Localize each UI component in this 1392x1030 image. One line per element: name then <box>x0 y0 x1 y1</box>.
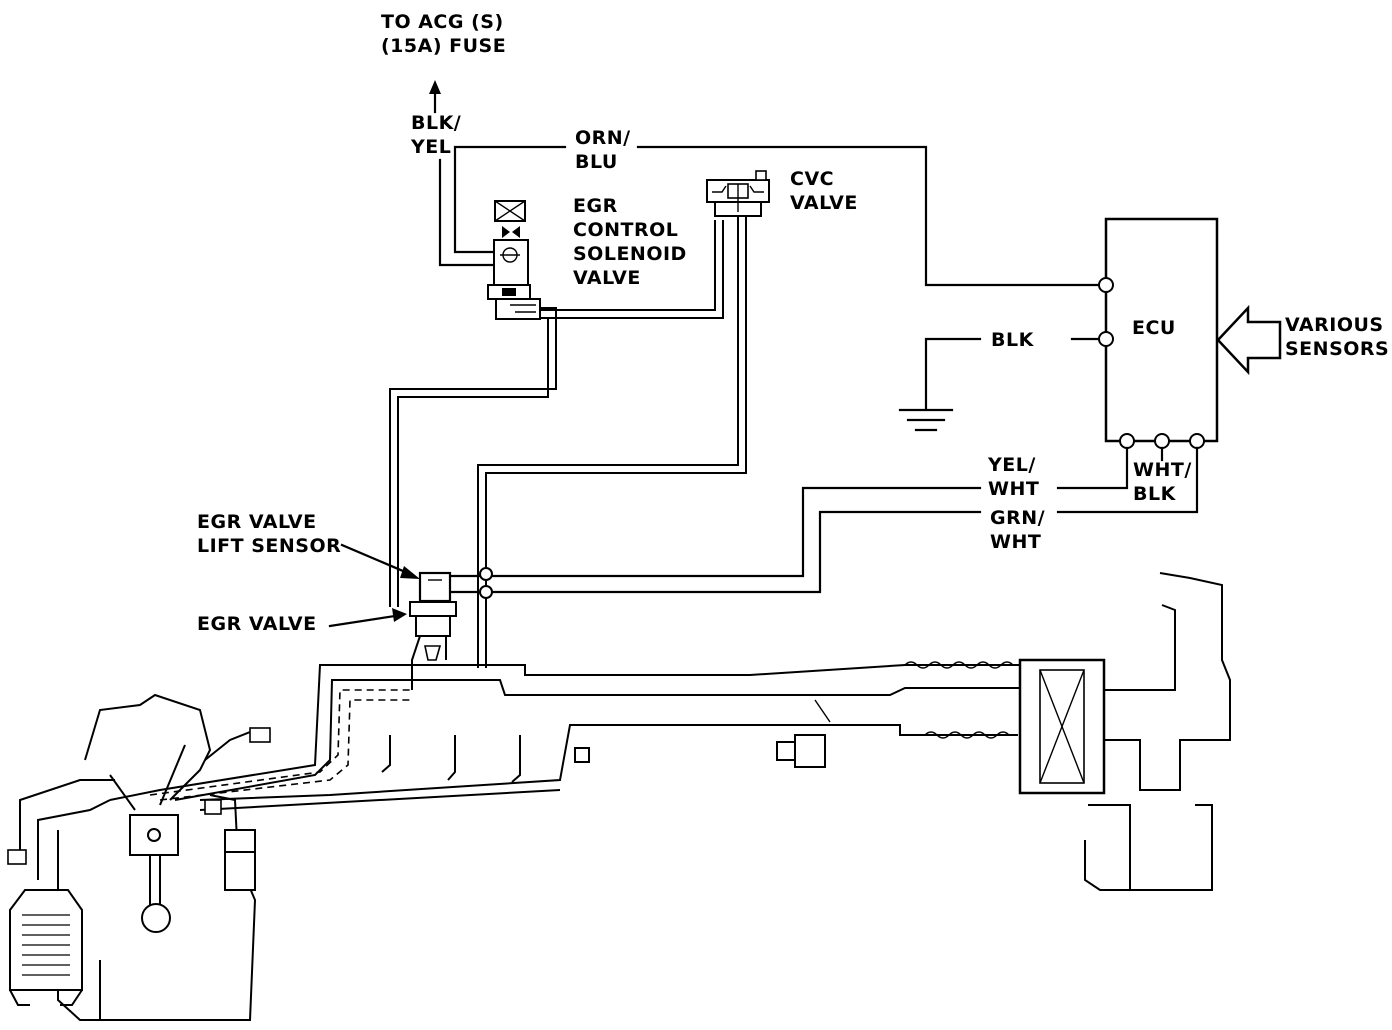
wire-grn-wht <box>1056 446 1199 514</box>
egr-control-solenoid-valve <box>487 200 541 320</box>
sensors-arrow <box>1216 304 1282 376</box>
label-egr-control-solenoid-valve: EGR CONTROL SOLENOID VALVE <box>573 195 687 289</box>
engine-block <box>7 693 271 1021</box>
ecu-box <box>1104 217 1219 443</box>
label-to-acg-fuse: TO ACG (S) (15A) FUSE <box>381 11 507 57</box>
label-various-sensors: VARIOUS SENSORS <box>1285 314 1390 360</box>
label-orn-blu: ORN/ BLU <box>575 127 631 173</box>
cvc-valve <box>706 170 770 217</box>
label-yel-wht: YEL/ WHT <box>988 454 1040 500</box>
hose-solenoid-cvc <box>540 220 724 319</box>
wire-blk-yel <box>438 158 502 267</box>
intake-manifold <box>109 572 1231 891</box>
label-egr-valve: EGR VALVE <box>197 613 317 635</box>
wire-yel-wht <box>1056 446 1129 490</box>
label-cvc-valve: CVC VALVE <box>790 168 858 214</box>
wire-blk-ground <box>898 337 1102 432</box>
label-blk-yel: BLK/ YEL <box>411 112 462 158</box>
label-ecu: ECU <box>1132 317 1176 339</box>
label-blk: BLK <box>991 329 1034 351</box>
wire-orn-blu <box>453 145 567 254</box>
label-wht-blk: WHT/ BLK <box>1133 459 1192 505</box>
fuse-arrow <box>429 80 441 114</box>
egr-valve-assembly <box>409 567 493 690</box>
pointer-arrows <box>328 543 420 628</box>
label-egr-valve-lift-sensor: EGR VALVE LIFT SENSOR <box>197 511 342 557</box>
hose-solenoid-egr <box>389 307 557 607</box>
label-grn-wht: GRN/ WHT <box>990 507 1046 553</box>
